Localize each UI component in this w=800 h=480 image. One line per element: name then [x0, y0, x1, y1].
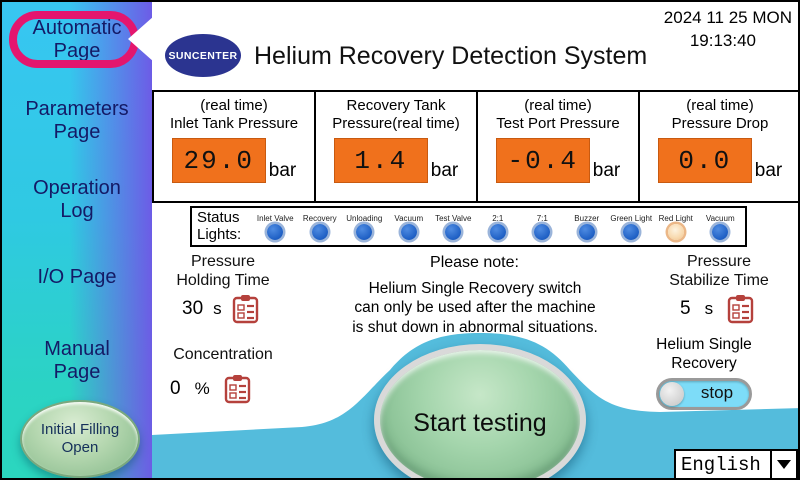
ratio-2-1-indicator-light: [489, 223, 506, 240]
suncenter-logo: SUNCENTER: [165, 34, 241, 77]
concentration-value: 0: [170, 378, 181, 399]
panel-label: (real time) Test Port Pressure: [496, 97, 620, 132]
sidebar: Automatic Page Parameters Page Operation…: [2, 2, 154, 478]
clipboard-edit-icon[interactable]: [232, 294, 259, 324]
light-label: Test Valve: [435, 213, 472, 223]
light-label: 2:1: [492, 213, 504, 223]
inlet-tank-pressure-value: 29.0: [171, 138, 266, 184]
unloading-indicator-light: [356, 223, 373, 240]
light-label: Unloading: [346, 213, 383, 223]
sidebar-item-operation-log[interactable]: Operation Log: [33, 177, 121, 222]
inlet-valve-indicator-light: [267, 223, 284, 240]
vacuum-indicator-light: [400, 223, 417, 240]
sidebar-item-parameters-page[interactable]: Parameters Page: [25, 98, 129, 143]
unit-label: bar: [268, 160, 297, 182]
unit-label: bar: [592, 160, 621, 182]
light-label: Recovery: [302, 213, 337, 223]
green-light-indicator: [623, 223, 640, 240]
chevron-down-icon: [777, 460, 791, 469]
pressure-stabilize-time-value: 5: [680, 298, 691, 319]
pressure-stabilize-time-label: Pressure Stabilize Time: [669, 253, 769, 290]
panel-label: (real time) Pressure Drop: [671, 97, 769, 132]
light-label: Inlet Valve: [256, 213, 294, 223]
toggle-knob: [660, 382, 684, 406]
unit-label: %: [194, 379, 210, 398]
logo-text: SUNCENTER: [168, 49, 238, 62]
start-testing-label: Start testing: [413, 408, 547, 437]
notice-body: Helium Single Recovery switch can only b…: [352, 280, 598, 336]
light-label: Green Light: [610, 213, 653, 223]
unit-label: s: [213, 299, 222, 318]
panel-label: (real time) Inlet Tank Pressure: [169, 97, 299, 132]
clipboard-edit-icon[interactable]: [224, 374, 251, 404]
start-testing-button[interactable]: Start testing: [374, 344, 586, 478]
date-text: 2024 11 25 MON: [663, 8, 792, 27]
unit-label: bar: [754, 160, 783, 182]
recovery-tank-pressure-value: 1.4: [333, 138, 428, 184]
initial-filling-open-button[interactable]: Initial Filling Open: [20, 400, 140, 478]
status-lights-row: Inlet Valve Recovery Unloading Vacuum Te…: [253, 214, 745, 240]
unit-label: s: [704, 299, 714, 318]
ratio-7-1-indicator-light: [534, 223, 551, 240]
sidebar-item-io-page[interactable]: I/O Page: [37, 266, 117, 288]
vacuum2-indicator-light: [712, 223, 729, 240]
datetime-display: 2024 11 25 MON 19:13:40: [664, 7, 792, 53]
status-lights-box: Status Lights: Inlet Valve Recovery Unlo…: [190, 206, 747, 247]
dropdown-arrow-button[interactable]: [770, 451, 796, 478]
helium-single-recovery-toggle[interactable]: stop: [656, 378, 752, 410]
panel-recovery-tank-pressure: Recovery Tank Pressure(real time) 1.4 ba…: [314, 90, 478, 203]
light-label: Red Light: [658, 213, 693, 223]
recovery-indicator-light: [311, 223, 328, 240]
panel-pressure-drop: (real time) Pressure Drop 0.0 bar: [638, 90, 798, 203]
time-text: 19:13:40: [689, 30, 756, 50]
toggle-state-label: stop: [700, 383, 734, 402]
concentration-label: Concentration: [173, 346, 273, 363]
sidebar-item-automatic-page[interactable]: Automatic Page: [32, 17, 122, 62]
light-label: Vacuum: [705, 213, 735, 223]
light-label: 7:1: [536, 213, 548, 223]
helium-single-recovery-label: Helium Single Recovery: [656, 336, 752, 372]
light-label: Vacuum: [394, 213, 424, 223]
sidebar-item-manual-page[interactable]: Manual Page: [44, 338, 110, 383]
language-selected-value: English: [681, 453, 761, 476]
pressure-drop-value: 0.0: [657, 138, 752, 184]
unit-label: bar: [430, 160, 459, 182]
page-title: Helium Recovery Detection System: [254, 42, 648, 70]
red-light-indicator: [667, 223, 684, 240]
pressure-holding-time-label: Pressure Holding Time: [176, 253, 270, 290]
clipboard-edit-icon[interactable]: [727, 294, 754, 324]
language-dropdown[interactable]: English: [674, 449, 798, 478]
status-lights-caption: Status Lights:: [197, 209, 242, 243]
light-label: Buzzer: [574, 213, 600, 223]
test-valve-indicator-light: [445, 223, 462, 240]
buzzer-indicator-light: [578, 223, 595, 240]
notice-title: Please note:: [430, 254, 519, 271]
pressure-panels-row: (real time) Inlet Tank Pressure 29.0 bar…: [152, 90, 798, 203]
pressure-holding-time-value: 30: [182, 298, 204, 319]
panel-label: Recovery Tank Pressure(real time): [332, 97, 460, 132]
panel-test-port-pressure: (real time) Test Port Pressure -0.4 bar: [476, 90, 640, 203]
test-port-pressure-value: -0.4: [495, 138, 590, 184]
panel-inlet-tank-pressure: (real time) Inlet Tank Pressure 29.0 bar: [152, 90, 316, 203]
